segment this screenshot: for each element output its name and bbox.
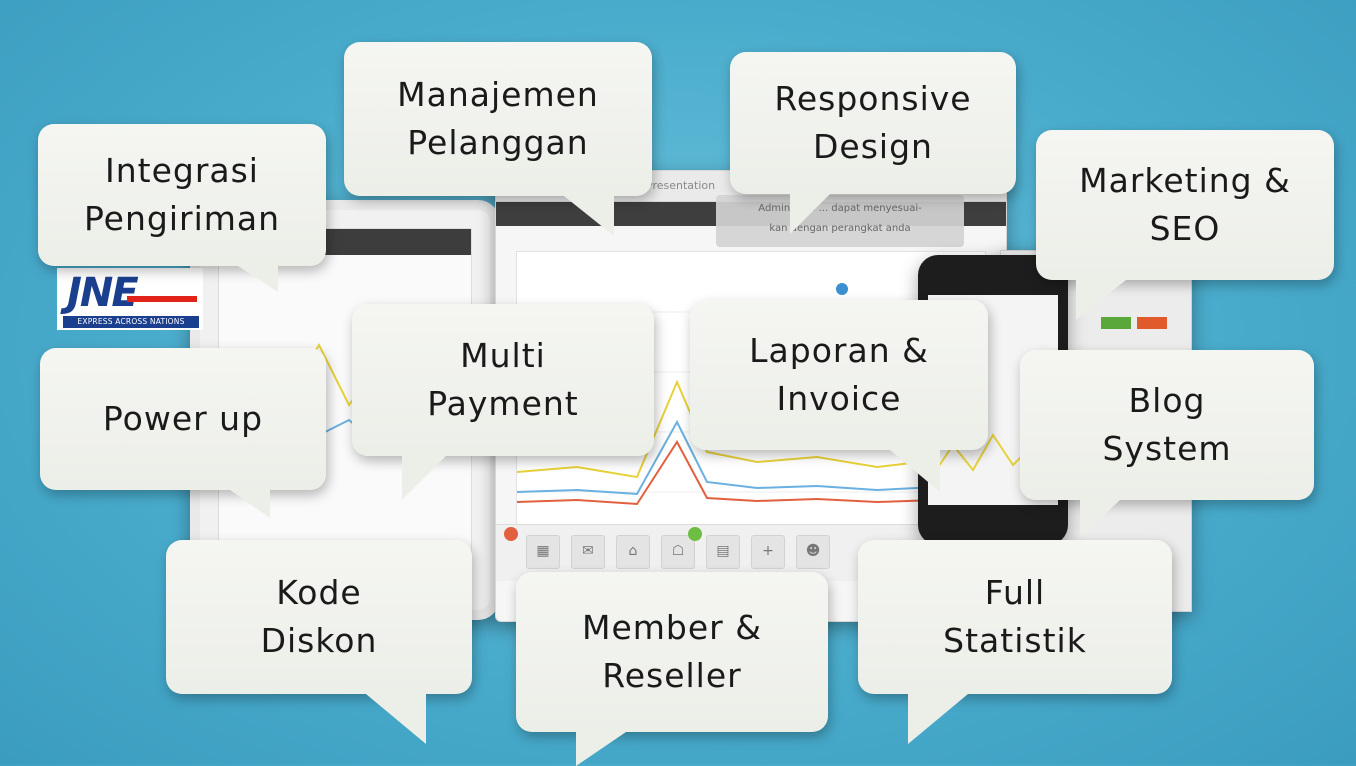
bubble-line: Full xyxy=(984,573,1046,612)
bubble-label: Kode Diskon xyxy=(261,569,378,665)
bubble-tail xyxy=(890,450,940,492)
bubble-line: Blog xyxy=(1128,381,1206,420)
responsive-tooltip: Admin Toko ... dapat menyesuai- kan deng… xyxy=(716,195,964,247)
bubble-line: Power up xyxy=(102,399,264,438)
bubble-label: Blog System xyxy=(1102,377,1231,473)
bubble-tail xyxy=(1080,500,1120,538)
bubble-tail xyxy=(402,456,446,500)
bubble-line: Integrasi xyxy=(104,151,259,190)
bubble-marketing-seo: Marketing & SEO xyxy=(1036,130,1334,320)
toolbar-plus-icon: + xyxy=(751,535,785,569)
bubble-member-reseller: Member & Reseller xyxy=(516,572,828,766)
bubble-label: Multi Payment xyxy=(427,332,578,428)
bubble-line: Responsive xyxy=(774,79,972,118)
bubble-label: Member & Reseller xyxy=(582,604,762,700)
bubble-laporan-invoice: Laporan & Invoice xyxy=(690,300,988,492)
bubble-line: Laporan & xyxy=(749,331,929,370)
bubble-kode-diskon: Kode Diskon xyxy=(166,540,472,744)
bubble-label: Full Statistik xyxy=(943,569,1087,665)
bubble-line: Design xyxy=(813,127,933,166)
bubble-responsive-design: Responsive Design xyxy=(730,52,1016,234)
bubble-label: Manajemen Pelanggan xyxy=(397,71,599,167)
bubble-line: Kode xyxy=(276,573,362,612)
tooltip-line-1: Admin Toko ... dapat menyesuai- xyxy=(758,203,922,214)
bubble-line: Multi xyxy=(460,336,546,375)
bubble-line: Pengiriman xyxy=(83,199,281,238)
bubble-line: Payment xyxy=(427,384,579,423)
bubble-line: Member & xyxy=(582,608,762,647)
bubble-tail xyxy=(230,490,270,518)
chart-marker xyxy=(834,281,850,297)
toolbar-user-icon: ☻ xyxy=(796,535,830,569)
bubble-manajemen-pelanggan: Manajemen Pelanggan xyxy=(344,42,652,236)
bubble-line: Diskon xyxy=(260,621,378,660)
tooltip-line-2: kan dengan perangkat anda xyxy=(769,223,911,234)
bubble-label: Responsive Design xyxy=(774,75,971,171)
bubble-label: Laporan & Invoice xyxy=(749,327,929,423)
online-indicator xyxy=(688,527,702,541)
bubble-full-statistik: Full Statistik xyxy=(858,540,1172,744)
toolbar-layout-icon: ▤ xyxy=(706,535,740,569)
bubble-tail xyxy=(1076,280,1126,320)
monitor-green-button xyxy=(1101,317,1131,329)
bubble-line: Manajemen xyxy=(397,75,599,114)
bubble-line: Pelanggan xyxy=(407,123,589,162)
bubble-blog-system: Blog System xyxy=(1020,350,1314,538)
bubble-tail xyxy=(564,196,614,236)
bubble-line: Marketing & xyxy=(1079,161,1291,200)
bubble-power-up: Power up xyxy=(40,348,326,518)
bubble-tail xyxy=(790,194,830,234)
jne-logo-word: JNE xyxy=(67,270,139,316)
toolbar-home-icon: ⌂ xyxy=(616,535,650,569)
bubble-label: Integrasi Pengiriman xyxy=(84,147,280,243)
toolbar-grid-icon: ▦ xyxy=(526,535,560,569)
jne-logo: JNE EXPRESS ACROSS NATIONS xyxy=(57,268,203,330)
bubble-tail xyxy=(238,266,278,292)
notification-dot xyxy=(504,527,518,541)
bubble-line: Statistik xyxy=(943,621,1087,660)
bubble-line: Invoice xyxy=(776,379,902,418)
bubble-label: Power up xyxy=(103,395,263,443)
jne-logo-tagline: EXPRESS ACROSS NATIONS xyxy=(63,316,199,328)
bubble-integrasi-pengiriman: Integrasi Pengiriman xyxy=(38,124,326,292)
bubble-tail xyxy=(366,694,426,744)
jne-logo-stripe xyxy=(127,296,197,302)
bubble-line: System xyxy=(1102,429,1232,468)
bubble-multi-payment: Multi Payment xyxy=(352,304,654,500)
toolbar-mail-icon: ✉ xyxy=(571,535,605,569)
bubble-line: Reseller xyxy=(602,656,742,695)
bubble-tail xyxy=(576,732,626,766)
bubble-label: Marketing & SEO xyxy=(1079,157,1291,253)
bubble-tail xyxy=(908,694,968,744)
toolbar-chat-icon: ☖ xyxy=(661,535,695,569)
monitor-red-button xyxy=(1137,317,1167,329)
bubble-line: SEO xyxy=(1149,209,1221,248)
